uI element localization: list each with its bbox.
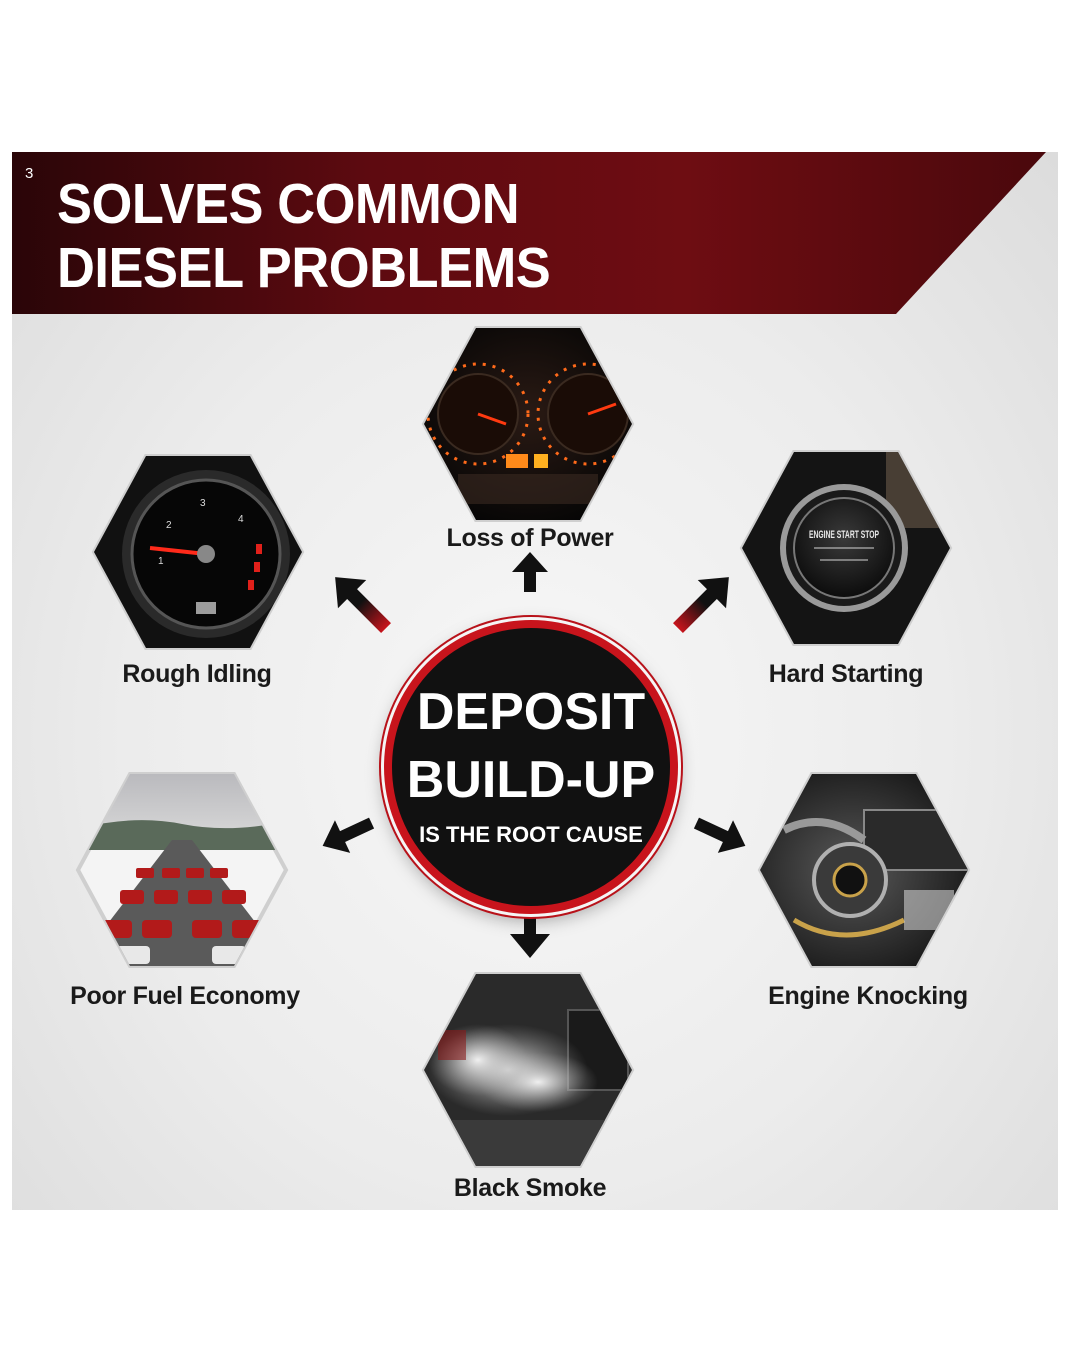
label-poor-fuel-economy: Poor Fuel Economy	[70, 982, 300, 1010]
page-title: SOLVES COMMON DIESEL PROBLEMS	[57, 172, 551, 300]
rough-idling-image: 123 456	[88, 452, 308, 652]
arrow-down-right-icon	[693, 817, 746, 853]
title-line-1: SOLVES COMMON	[57, 172, 520, 236]
arrow-up-right-icon	[673, 577, 729, 633]
svg-text:1: 1	[158, 556, 164, 567]
engine-knocking-image	[754, 770, 974, 970]
root-cause-circle: DEPOSIT BUILD-UP IS THE ROOT CAUSE	[384, 620, 678, 914]
header-banner: 3 SOLVES COMMON DIESEL PROBLEMS	[12, 152, 1046, 314]
center-line-2: BUILD-UP	[406, 751, 656, 809]
center-line-3: IS THE ROOT CAUSE	[419, 822, 643, 847]
infographic-panel: 3 SOLVES COMMON DIESEL PROBLEMS	[12, 152, 1058, 1210]
arrow-up-icon	[512, 552, 548, 592]
dashboard-gauges-icon	[421, 326, 635, 522]
label-black-smoke: Black Smoke	[453, 1174, 607, 1202]
arrow-down-icon	[510, 914, 550, 958]
label-hard-starting: Hard Starting	[768, 660, 924, 688]
arrow-up-left-icon	[335, 577, 391, 633]
label-rough-idling: Rough Idling	[122, 660, 272, 688]
arrow-down-left-icon	[322, 817, 375, 853]
svg-text:3: 3	[200, 498, 206, 509]
black-smoke-image	[418, 970, 638, 1170]
label-loss-of-power: Loss of Power	[446, 524, 614, 552]
hard-starting-image: ENGINE START STOP	[736, 448, 956, 648]
poor-fuel-economy-image	[72, 770, 292, 970]
tachometer-icon: 123 456	[91, 454, 305, 650]
traffic-jam-icon	[75, 772, 289, 968]
exhaust-smoke-icon	[421, 972, 635, 1168]
svg-text:4: 4	[238, 514, 244, 525]
label-engine-knocking: Engine Knocking	[768, 982, 968, 1010]
center-line-1: DEPOSIT	[416, 683, 646, 741]
start-button-text: ENGINE START STOP	[809, 529, 879, 541]
loss-of-power-image	[418, 324, 638, 524]
start-stop-button-icon: ENGINE START STOP	[739, 450, 953, 646]
arrows-layer	[322, 552, 746, 958]
svg-text:2: 2	[166, 520, 172, 531]
slide-number: 3	[25, 165, 34, 182]
title-line-2: DIESEL PROBLEMS	[57, 236, 551, 300]
engine-icon	[757, 772, 971, 968]
